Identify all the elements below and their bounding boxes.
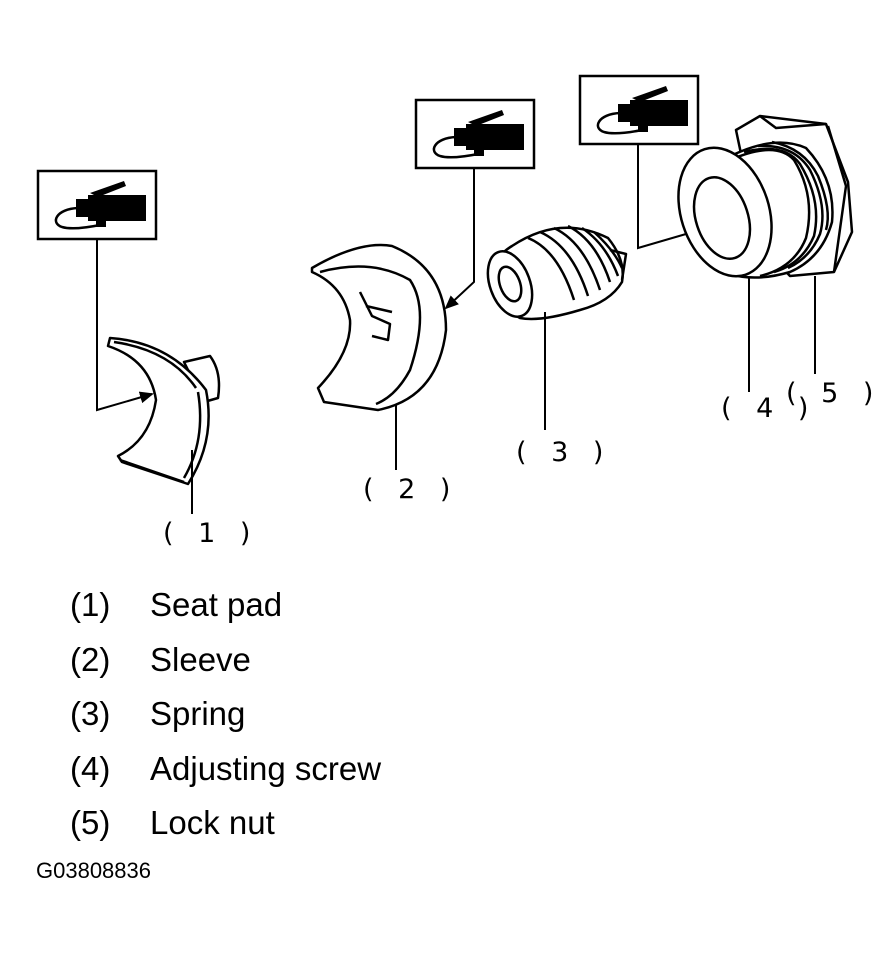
legend-item-name: Sleeve: [150, 640, 251, 678]
legend-item-number: (3): [70, 695, 111, 733]
legend-item: (2) Sleeve: [70, 633, 381, 688]
legend-item-name: Adjusting screw: [150, 749, 382, 787]
seat-pad-part: [106, 336, 221, 486]
grease-gun-icon: [578, 74, 700, 146]
figure-code: G03808836: [36, 858, 151, 883]
callout-label-4: ( 4 ): [721, 393, 817, 424]
legend-item: (4) Adjusting screw: [70, 742, 381, 797]
legend-item-number: (5): [70, 804, 111, 842]
grease-gun-icon: [36, 169, 158, 241]
legend-item-name: Seat pad: [150, 586, 283, 624]
callout-label-3: ( 3 ): [516, 437, 612, 468]
exploded-parts-diagram: [36, 74, 854, 514]
legend-item-name: Lock nut: [150, 804, 275, 842]
grease-gun-icon: [414, 98, 536, 170]
legend-item: (1) Seat pad: [70, 578, 381, 633]
legend-item: (5) Lock nut: [70, 796, 381, 851]
adjusting-screw-part: [677, 140, 834, 279]
legend-item: (3) Spring: [70, 687, 381, 742]
callout-leader-lines: [191, 276, 816, 514]
legend-item-number: (1): [70, 586, 111, 624]
sleeve-part: [310, 243, 448, 412]
legend-item-number: (2): [70, 640, 111, 678]
legend-item-number: (4): [70, 749, 111, 787]
callout-label-2: ( 2 ): [363, 474, 459, 505]
grease-leader-arrow: [444, 168, 475, 310]
spring-part: [486, 224, 628, 321]
callout-label-1: ( 1 ): [163, 518, 259, 549]
grease-leader-arrow: [96, 239, 154, 412]
legend-item-name: Spring: [150, 695, 246, 733]
parts-legend: (1) Seat pad (2) Sleeve (3) Spring (4) A…: [70, 578, 381, 851]
callout-label-5: ( 5 ): [786, 378, 882, 409]
